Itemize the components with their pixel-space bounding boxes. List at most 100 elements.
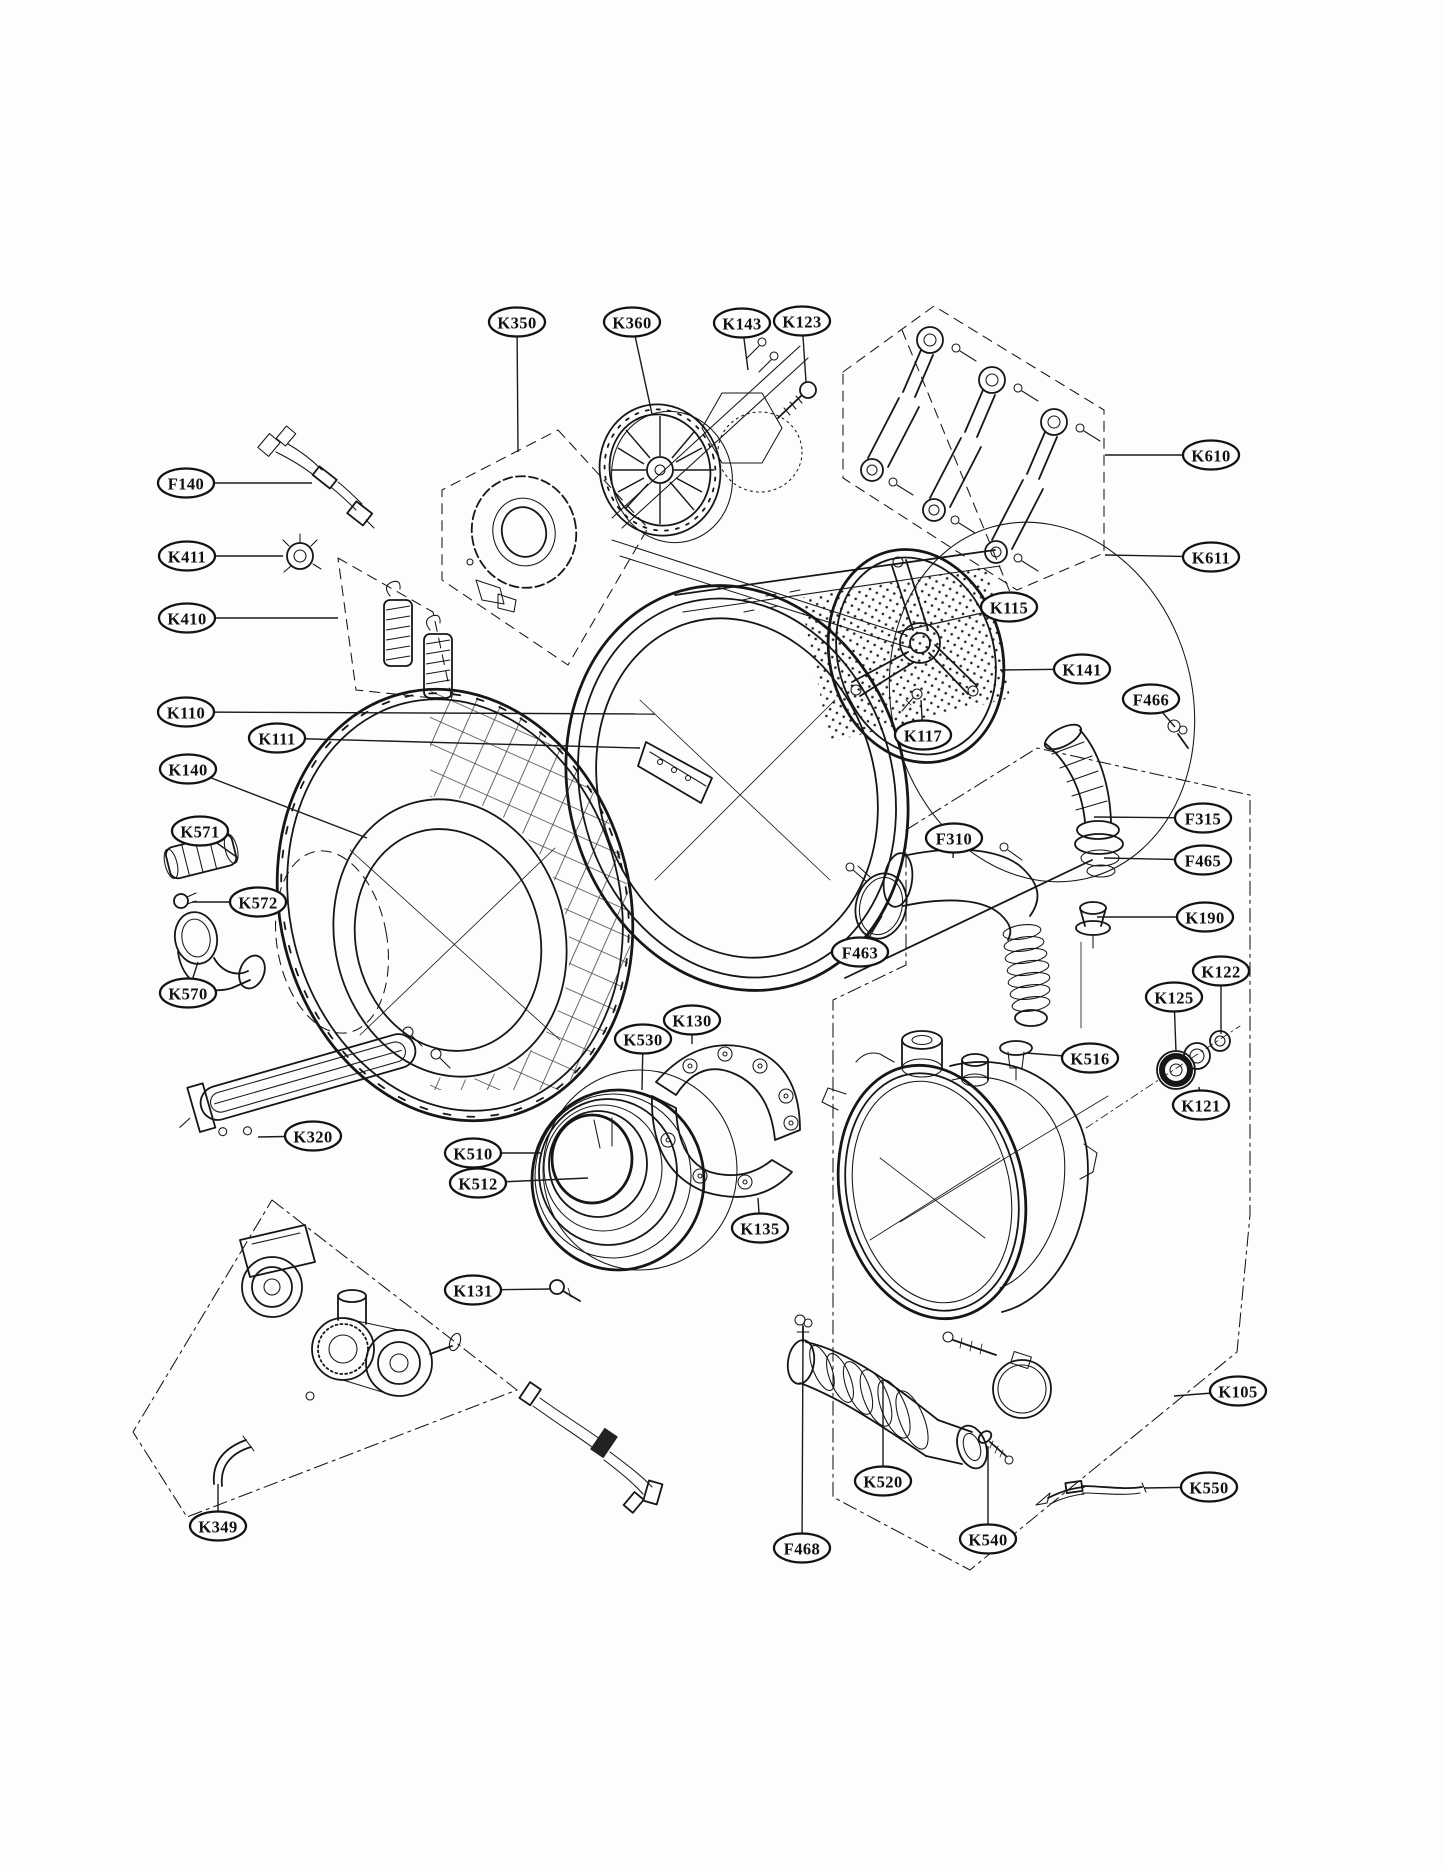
sensor-connector	[282, 533, 322, 573]
part-label-text: K610	[1191, 447, 1230, 466]
part-label-bubble	[1173, 844, 1233, 876]
hose-clamp-small	[173, 892, 197, 909]
counterweight-lower	[651, 1095, 793, 1198]
part-label-bubble	[613, 1023, 673, 1055]
springs-box	[337, 557, 453, 701]
drain-pump-assembly	[239, 1224, 462, 1401]
leader-line	[276, 737, 641, 749]
part-label-bubble	[156, 696, 216, 728]
callout-K122: K122	[1191, 955, 1251, 1034]
part-label-text: F463	[842, 944, 878, 963]
part-label-text: K140	[168, 761, 207, 780]
callout-K125: K125	[1144, 981, 1204, 1053]
part-label-text: K143	[722, 315, 761, 334]
part-label-bubble	[893, 719, 953, 751]
damper-strut	[984, 408, 1068, 564]
part-label-bubble	[188, 1510, 248, 1542]
callout-K410: K410	[157, 602, 338, 634]
callout-K611: K611	[1104, 541, 1241, 573]
part-label-text: K111	[258, 730, 295, 749]
part-label-text: K125	[1154, 989, 1193, 1008]
part-label-text: K320	[293, 1128, 332, 1147]
part-label-bubble	[1181, 439, 1241, 471]
part-label-text: K512	[458, 1175, 497, 1194]
part-label-text: K131	[453, 1282, 492, 1301]
damper-strut	[860, 326, 944, 482]
callout-F463: F463	[830, 915, 890, 968]
part-label-text: K510	[453, 1145, 492, 1164]
damper-pins	[888, 343, 1101, 572]
part-label-text: K410	[167, 610, 206, 629]
part-label-text: K135	[740, 1220, 779, 1239]
suspension-springs	[383, 580, 453, 699]
tub-front	[270, 670, 660, 1123]
stator-box	[441, 429, 649, 666]
damper-strut	[922, 366, 1006, 522]
part-label-bubble	[158, 753, 218, 785]
part-label-bubble	[979, 591, 1039, 623]
part-label-text: K130	[672, 1012, 711, 1031]
callout-K123: K123	[772, 305, 832, 383]
part-label-text: K123	[782, 313, 821, 332]
part-label-text: F466	[1133, 691, 1169, 710]
part-label-text: K360	[612, 314, 651, 333]
part-label-bubble	[170, 815, 230, 847]
callout-F140: F140	[156, 467, 312, 499]
callout-K510: K510	[443, 1137, 541, 1169]
part-label-text: K117	[904, 727, 942, 746]
callout-K411: K411	[157, 540, 283, 572]
bellows-clamp	[942, 1331, 1052, 1419]
drain-screw	[977, 1430, 1014, 1465]
part-label-text: K572	[238, 894, 277, 913]
pump-box	[132, 1199, 518, 1518]
part-label-text: K516	[1070, 1050, 1109, 1069]
pump-hose	[212, 1435, 255, 1487]
callout-F468: F468	[772, 1337, 832, 1564]
callout-K143: K143	[712, 307, 772, 371]
spider-shaft	[611, 539, 979, 712]
callout-K190: K190	[1097, 901, 1235, 933]
mounting-bolts	[611, 337, 817, 529]
part-label-bubble	[1179, 1471, 1239, 1503]
part-label-bubble	[156, 467, 216, 499]
part-label-bubble	[283, 1120, 343, 1152]
vent-hose	[999, 723, 1124, 878]
callout-F465: F465	[1103, 844, 1233, 876]
part-label-bubble	[228, 886, 288, 918]
part-label-text: K350	[497, 314, 536, 333]
part-label-bubble	[662, 1004, 722, 1036]
part-label-bubble	[158, 977, 218, 1009]
rotor-assembly	[598, 403, 733, 544]
callout-K530: K530	[613, 1023, 673, 1091]
pressure-chamber	[901, 1030, 989, 1087]
part-label-text: K105	[1218, 1383, 1257, 1402]
part-label-text: F468	[784, 1540, 820, 1559]
clip-f468	[794, 1314, 813, 1343]
callout-K516: K516	[1025, 1042, 1120, 1074]
boot-clamp-ring	[542, 1069, 738, 1271]
part-label-bubble	[730, 1212, 790, 1244]
part-label-bubble	[1052, 653, 1112, 685]
leader-line	[187, 768, 368, 839]
part-label-bubble	[1173, 802, 1233, 834]
part-label-text: K349	[198, 1518, 237, 1537]
drum-lifter	[637, 741, 713, 804]
callout-K115: K115	[896, 591, 1039, 633]
part-label-bubble	[958, 1523, 1018, 1555]
part-label-text: K611	[1192, 549, 1230, 568]
callout-K360: K360	[602, 306, 662, 415]
part-label-bubble	[1121, 683, 1181, 715]
part-label-text: K540	[968, 1531, 1007, 1550]
grommet	[1075, 901, 1111, 1029]
part-label-text: K571	[180, 823, 219, 842]
part-label-text: K121	[1181, 1097, 1220, 1116]
part-label-bubble	[602, 306, 662, 338]
tub-rear-box	[832, 747, 1251, 1571]
door-boot-seal	[530, 1088, 706, 1272]
part-label-bubble	[448, 1167, 508, 1199]
callout-K141: K141	[999, 653, 1112, 685]
callout-K520: K520	[853, 1378, 913, 1497]
tub-grommet	[999, 1040, 1033, 1081]
spider-bolt	[901, 688, 923, 712]
part-label-text: F140	[168, 475, 204, 494]
